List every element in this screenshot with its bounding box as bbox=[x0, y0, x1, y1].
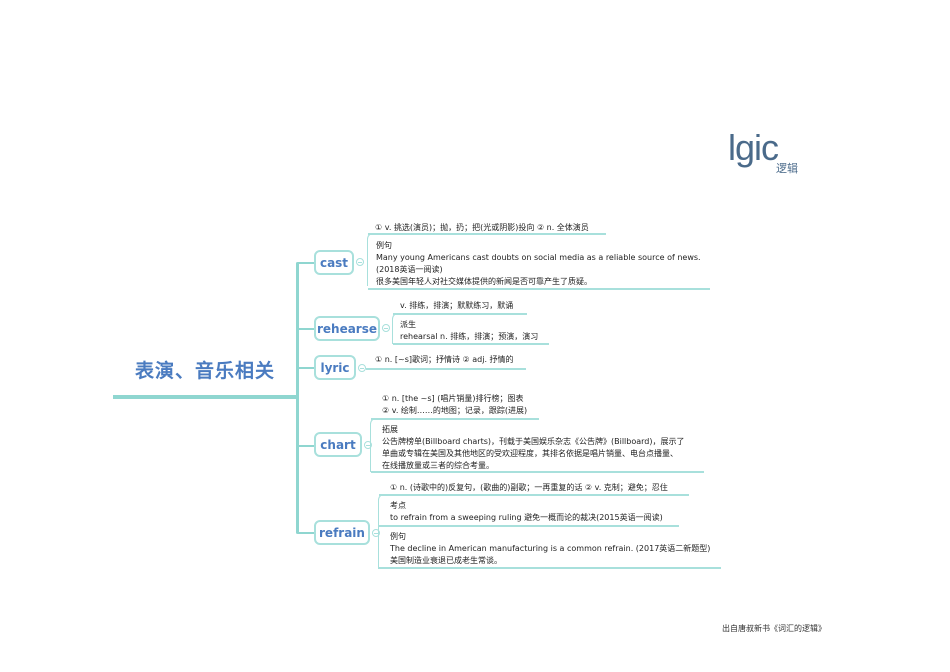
branch-connector bbox=[298, 532, 314, 534]
source-footer: 出自唐叔新书《词汇的逻辑》 bbox=[722, 624, 826, 633]
detail-label: 例句 bbox=[376, 241, 392, 250]
detail-line: 在线播放量或三者的综合考量。 bbox=[382, 461, 494, 470]
branch-connector bbox=[298, 262, 314, 264]
detail-label: 拓展 bbox=[382, 425, 398, 434]
underline bbox=[393, 313, 527, 315]
underline bbox=[368, 233, 606, 235]
collapse-icon[interactable] bbox=[372, 529, 380, 537]
detail-label: 考点 bbox=[390, 501, 406, 510]
underline bbox=[379, 494, 689, 496]
detail-line: (2018英语一阅读) bbox=[376, 265, 443, 274]
detail-line: 公告牌榜单(Billboard charts)，刊载于美国娱乐杂志《公告牌》(B… bbox=[382, 437, 685, 446]
detail-label: 例句 bbox=[390, 532, 406, 541]
definition-text: ② v. 绘制……的地图；记录，跟踪(进展) bbox=[382, 406, 528, 415]
underline bbox=[379, 525, 679, 527]
definition-text: v. 排练，排演；默默练习，默诵 bbox=[400, 301, 514, 310]
main-trunk-connector bbox=[296, 262, 299, 534]
detail-label: 派生 bbox=[400, 320, 416, 329]
bracket-connector bbox=[378, 494, 387, 569]
detail-line: Many young Americans cast doubts on soci… bbox=[376, 253, 701, 262]
logo-text: lgic bbox=[728, 127, 779, 168]
detail-line: 很多美国年轻人对社交媒体提供的新闻是否可靠产生了质疑。 bbox=[376, 277, 592, 286]
node-chart[interactable]: chart bbox=[314, 432, 362, 457]
branch-connector bbox=[298, 367, 314, 369]
collapse-icon[interactable] bbox=[356, 258, 364, 266]
detail-line: 美国制造业衰退已成老生常谈。 bbox=[390, 556, 502, 565]
detail-line: to refrain from a sweeping ruling 避免一概而论… bbox=[390, 513, 663, 522]
branch-connector bbox=[298, 445, 314, 447]
node-lyric[interactable]: lyric bbox=[314, 355, 356, 380]
definition-text: ① n. (诗歌中的)反复句，(歌曲的)副歌；一再重复的话 ② v. 克制；避免… bbox=[390, 483, 668, 492]
node-refrain[interactable]: refrain bbox=[314, 520, 370, 545]
root-topic-title[interactable]: 表演、音乐相关 bbox=[135, 360, 276, 382]
underline bbox=[393, 343, 549, 345]
logo-subtitle: 逻辑 bbox=[776, 162, 798, 175]
collapse-icon[interactable] bbox=[358, 364, 366, 372]
node-cast[interactable]: cast bbox=[314, 250, 354, 275]
underline bbox=[368, 288, 710, 290]
logo: lgic 逻辑 bbox=[728, 130, 808, 176]
branch-connector bbox=[298, 328, 314, 330]
collapse-icon[interactable] bbox=[364, 441, 372, 449]
underline bbox=[379, 567, 721, 569]
definition-text: ① n. [the ~s] (唱片销量)排行榜；图表 bbox=[382, 394, 524, 403]
underline bbox=[366, 368, 526, 370]
underline bbox=[371, 471, 704, 473]
definition-text: ① n. [~s]歌词；抒情诗 ② adj. 抒情的 bbox=[375, 355, 514, 364]
detail-line: The decline in American manufacturing is… bbox=[390, 544, 711, 553]
bracket-connector bbox=[370, 418, 379, 472]
detail-line: 单曲或专辑在美国及其他地区的受欢迎程度，其排名依据是唱片销量、电台点播量、 bbox=[382, 449, 678, 458]
node-rehearse[interactable]: rehearse bbox=[314, 316, 380, 341]
bracket-connector bbox=[367, 233, 376, 286]
root-underline bbox=[113, 395, 296, 399]
collapse-icon[interactable] bbox=[382, 324, 390, 332]
definition-text: ① v. 挑选(演员)；抛，扔；把(光或阴影)投向 ② n. 全体演员 bbox=[375, 223, 589, 232]
detail-line: rehearsal n. 排练，排演；预演，演习 bbox=[400, 332, 539, 341]
underline bbox=[371, 418, 539, 420]
